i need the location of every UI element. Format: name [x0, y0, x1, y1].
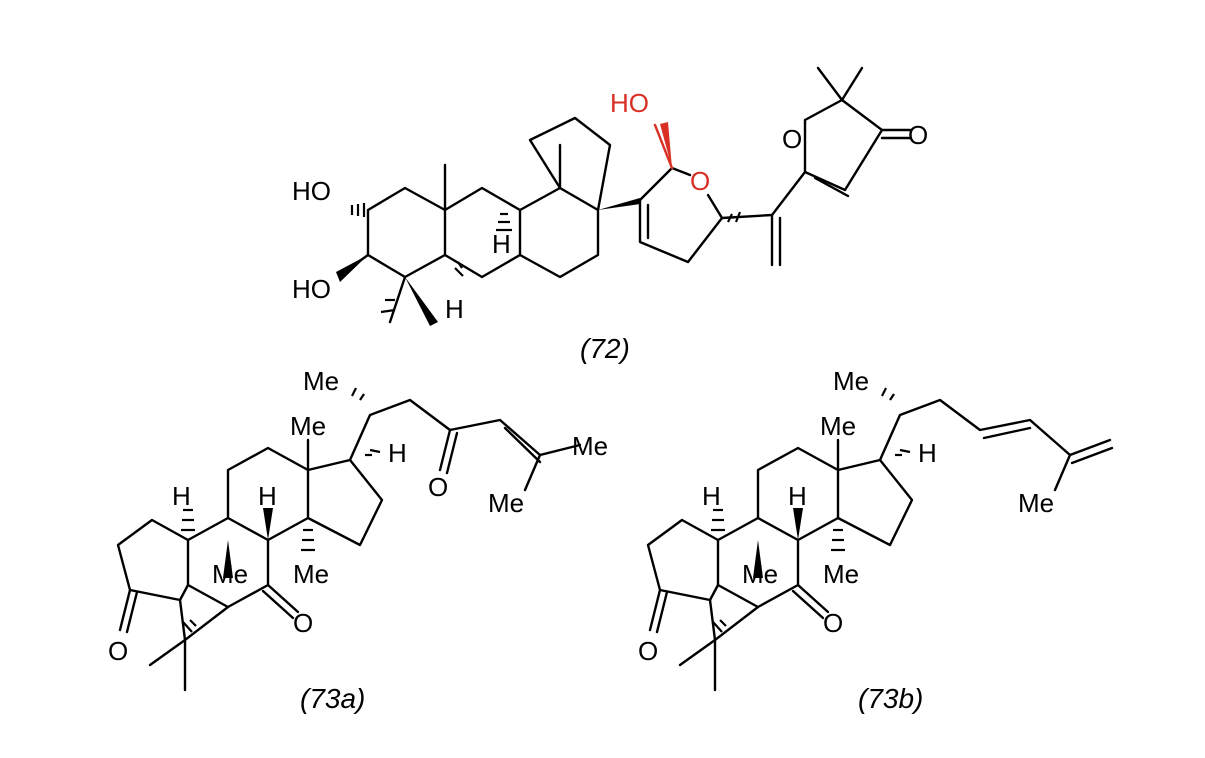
atom-label: H — [492, 229, 511, 259]
hash-bond — [181, 387, 381, 633]
wedge-bond — [223, 540, 233, 578]
compound-73a: Me Me H O Me Me H H Me Me O O (73a) — [108, 366, 608, 714]
compound-72: HO HO HO O O O H H (72) — [292, 66, 928, 364]
wedge-bond — [336, 255, 368, 282]
atom-label: O — [428, 472, 448, 502]
atom-label: Me — [833, 366, 869, 396]
wedge-bond — [660, 122, 672, 168]
compound-caption: (73a) — [300, 683, 365, 714]
atom-label: Me — [293, 559, 329, 589]
compound-caption: (72) — [580, 333, 630, 364]
atom-label: Me — [212, 559, 248, 589]
wedge-bond — [405, 277, 438, 326]
compound-caption: (73b) — [858, 683, 923, 714]
atom-label: O — [908, 120, 928, 150]
wedge-bond — [793, 508, 803, 540]
atom-label: Me — [303, 366, 339, 396]
atom-label: Me — [820, 411, 856, 441]
atom-label: O — [293, 608, 313, 638]
atom-label: H — [445, 294, 464, 324]
atom-label: O — [690, 166, 710, 196]
atom-label: O — [638, 636, 658, 666]
wedge-bond — [263, 508, 273, 540]
atom-label: Me — [488, 488, 524, 518]
atom-label: H — [788, 481, 807, 511]
atom-label: H — [172, 481, 191, 511]
atom-label: O — [823, 608, 843, 638]
atom-label: H — [918, 438, 937, 468]
wedge-bond — [598, 198, 640, 210]
compound-73a-bonds — [116, 398, 582, 692]
hash-bond — [350, 203, 742, 314]
atom-label: H — [702, 481, 721, 511]
atom-label: H — [388, 438, 407, 468]
atom-label: Me — [290, 411, 326, 441]
atom-label: Me — [742, 559, 778, 589]
atom-label: Me — [823, 559, 859, 589]
atom-label: HO — [292, 176, 331, 206]
wedge-bond — [753, 540, 763, 578]
compound-73b: Me Me H Me H H Me Me O O (73b) — [638, 366, 1114, 714]
atom-label: O — [108, 636, 128, 666]
hash-bond — [711, 387, 911, 633]
atom-label: H — [258, 481, 277, 511]
atom-label: HO — [292, 274, 331, 304]
atom-label: Me — [572, 431, 608, 461]
compound-73b-bonds — [646, 398, 1114, 692]
atom-label: Me — [1018, 488, 1054, 518]
atom-label: O — [782, 124, 802, 154]
atom-label: HO — [610, 88, 649, 118]
